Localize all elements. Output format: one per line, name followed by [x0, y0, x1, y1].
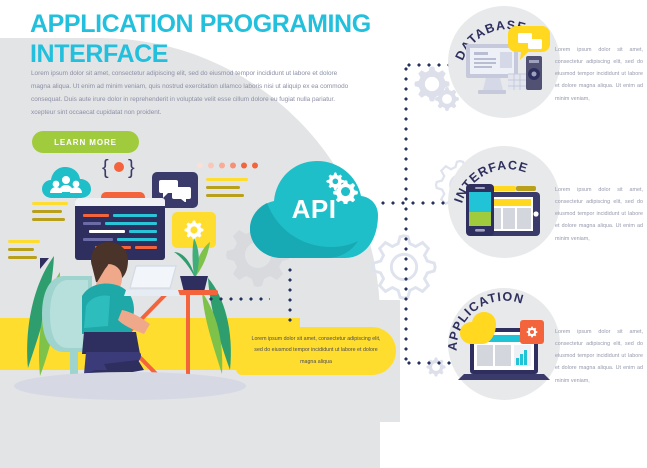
section-description: Lorem ipsum dolor sit amet, consectetur …	[555, 329, 643, 384]
section-database[interactable]: DATABASE Lorem ipsum dolor sit amet, con…	[430, 0, 647, 140]
intro-paragraph: Lorem ipsum dolor sit amet, consectetur …	[31, 70, 349, 117]
section-application[interactable]: APPLICATION Lorem ipsum dolor sit amet, …	[430, 282, 647, 422]
connector-to-database	[404, 63, 462, 67]
api-cloud: API	[248, 158, 380, 266]
plant-leaves-icon	[202, 278, 231, 374]
gear-outline-icon	[435, 87, 459, 111]
api-label: API	[291, 194, 337, 224]
cloud-users-icon	[42, 167, 91, 198]
section-description: Lorem ipsum dolor sit amet, consectetur …	[555, 187, 643, 242]
potted-plant-icon	[174, 238, 210, 292]
devices-phone-tablet-icon	[466, 184, 540, 236]
connector-to-application	[404, 361, 462, 365]
page-title-line-2: INTERFACE	[30, 39, 169, 68]
window-titlebar	[75, 198, 165, 206]
curly-braces-icon: { }	[102, 157, 135, 179]
floor-shadow	[14, 372, 246, 400]
decorative-dot-row	[196, 156, 258, 174]
page-title: APPLICATION PROGRAMING INTERFACE	[30, 10, 380, 69]
connector-desk	[206, 297, 270, 301]
learn-more-button[interactable]: LEARN MORE	[32, 131, 139, 153]
connector-vertical-bus	[404, 64, 408, 364]
svg-text:}: }	[128, 157, 135, 179]
svg-text:{: {	[102, 157, 109, 179]
gear-icon	[326, 172, 358, 204]
database-server-icon	[466, 26, 550, 94]
section-interface[interactable]: INTERFACE Lorem ipsum dolor sit amet, co…	[430, 140, 647, 280]
connector-main	[378, 201, 460, 205]
developer-person	[82, 242, 150, 376]
page-title-line-1: APPLICATION PROGRAMING	[30, 10, 371, 38]
laptop-icon	[124, 265, 180, 296]
callout-text: Lorem ipsum dolor sit amet, consectetur …	[251, 335, 381, 365]
laptop-app-icon	[458, 312, 550, 380]
callout-banner: Lorem ipsum dolor sit amet, consectetur …	[236, 327, 396, 375]
code-window-tail	[40, 258, 49, 269]
connector-to-callout	[288, 265, 292, 361]
section-description: Lorem ipsum dolor sit amet, consectetur …	[555, 47, 643, 102]
